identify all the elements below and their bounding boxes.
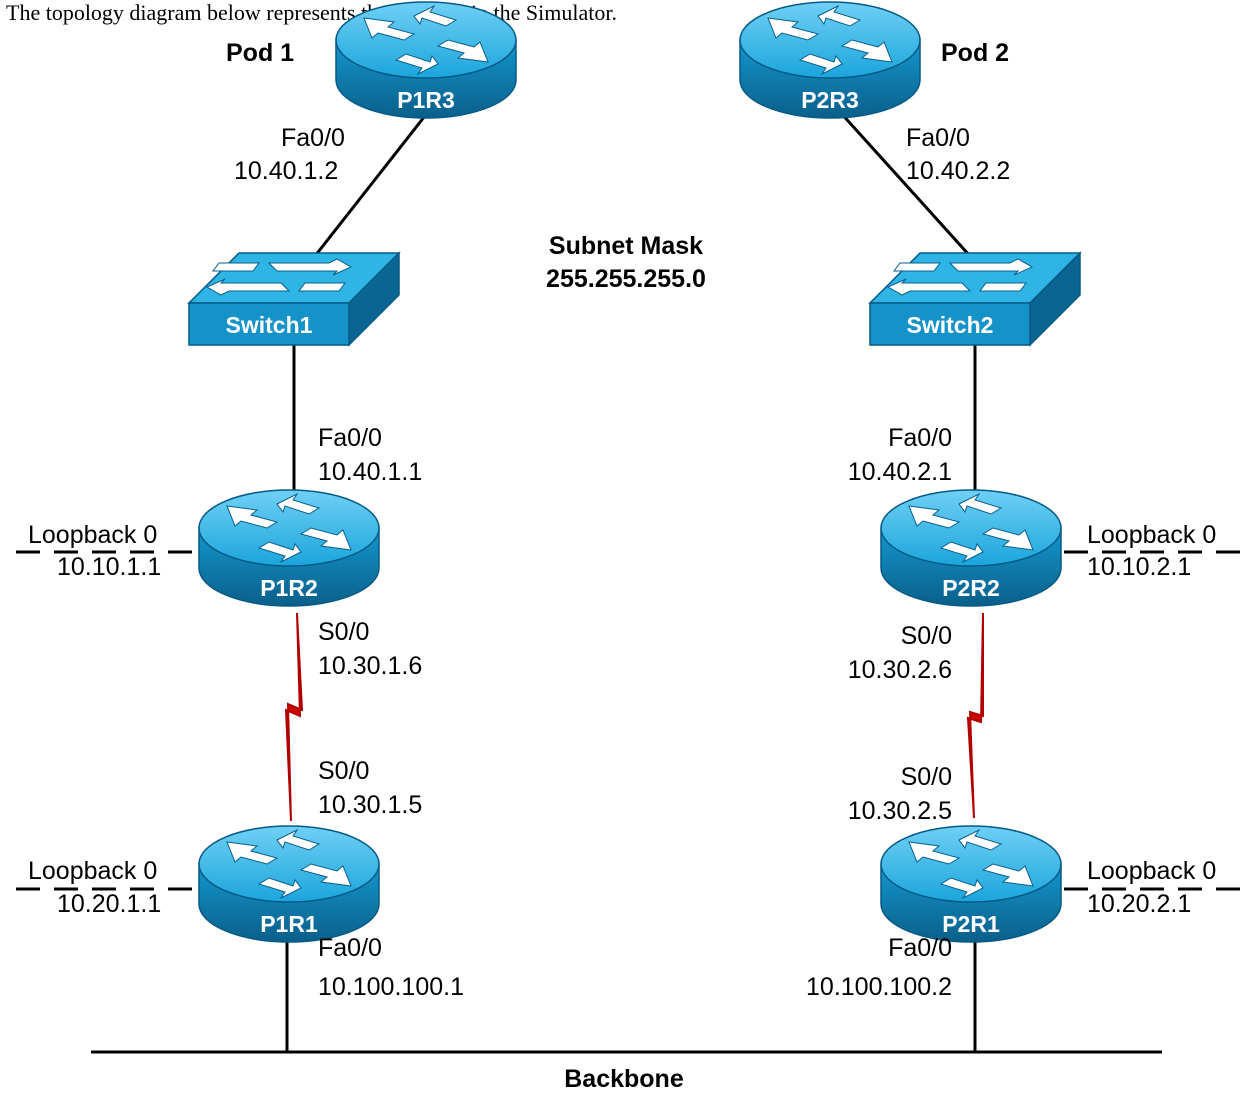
serial-link-pod1 [284, 612, 304, 822]
router-label-p2r3: P2R3 [801, 87, 859, 113]
p1r3-fa-ip: 10.40.1.2 [234, 157, 338, 185]
switch-switch1: Switch1 [188, 252, 400, 346]
router-p1r1: P1R1 [198, 825, 380, 943]
p2r2-s0-ip: 10.30.2.6 [848, 656, 952, 684]
p1r2-loopback-name: Loopback 0 [28, 521, 157, 549]
p2r2-s0-name: S0/0 [901, 622, 952, 650]
p2r1-loopback-name: Loopback 0 [1087, 857, 1216, 885]
p2r2-fa-ip: 10.40.2.1 [848, 458, 952, 486]
p2r1-s0-ip: 10.30.2.5 [848, 797, 952, 825]
backbone-label: Backbone [564, 1065, 684, 1093]
pod2-label: Pod 2 [941, 39, 1009, 67]
p1r1-s0-ip: 10.30.1.5 [318, 791, 422, 819]
router-label-p2r1: P2R1 [942, 911, 1000, 937]
link-p1r3-switch1 [313, 111, 430, 257]
p1r1-s0-name: S0/0 [318, 757, 369, 785]
p1r2-fa-name: Fa0/0 [318, 424, 382, 452]
router-p1r3: P1R3 [335, 1, 517, 119]
router-p1r2: P1R2 [198, 489, 380, 607]
p2r2-loopback-ip: 10.10.2.1 [1087, 553, 1191, 581]
link-p2r3-switch2 [838, 110, 972, 258]
loopback-lines [16, 550, 1249, 891]
p2r3-fa-ip: 10.40.2.2 [906, 157, 1010, 185]
p2r1-loopback-ip: 10.20.2.1 [1087, 890, 1191, 918]
p2r1-fa-name: Fa0/0 [888, 934, 952, 962]
router-p2r2: P2R2 [880, 489, 1062, 607]
p2r2-loopback-name: Loopback 0 [1087, 521, 1216, 549]
p2r1-s0-name: S0/0 [901, 763, 952, 791]
router-label-p1r1: P1R1 [260, 911, 318, 937]
p2r3-fa-name: Fa0/0 [906, 124, 970, 152]
p1r2-fa-ip: 10.40.1.1 [318, 458, 422, 486]
p1r2-s0-name: S0/0 [318, 618, 369, 646]
router-label-p1r2: P1R2 [260, 575, 318, 601]
p1r2-s0-ip: 10.30.1.6 [318, 652, 422, 680]
intro-text: The topology diagram below represents th… [6, 0, 617, 25]
router-p2r3: P2R3 [739, 1, 921, 119]
switch-label-switch2: Switch2 [907, 312, 994, 338]
switch-switch2: Switch2 [869, 252, 1081, 346]
p1r3-fa-name: Fa0/0 [281, 124, 345, 152]
p2r1-fa-ip: 10.100.100.2 [806, 973, 952, 1001]
serial-links [284, 612, 984, 822]
switch-label-switch1: Switch1 [226, 312, 313, 338]
subnet-mask-value: 255.255.255.0 [546, 265, 706, 293]
p1r1-fa-name: Fa0/0 [318, 934, 382, 962]
subnet-mask-title: Subnet Mask [549, 232, 703, 260]
p1r1-fa-ip: 10.100.100.1 [318, 973, 464, 1001]
serial-link-pod2 [966, 612, 984, 819]
p1r2-loopback-ip: 10.10.1.1 [57, 553, 161, 581]
p1r1-loopback-ip: 10.20.1.1 [57, 890, 161, 918]
p2r2-fa-name: Fa0/0 [888, 424, 952, 452]
router-label-p1r3: P1R3 [397, 87, 455, 113]
p1r1-loopback-name: Loopback 0 [28, 857, 157, 885]
router-label-p2r2: P2R2 [942, 575, 1000, 601]
router-p2r1: P2R1 [880, 825, 1062, 943]
pod1-label: Pod 1 [226, 39, 294, 67]
